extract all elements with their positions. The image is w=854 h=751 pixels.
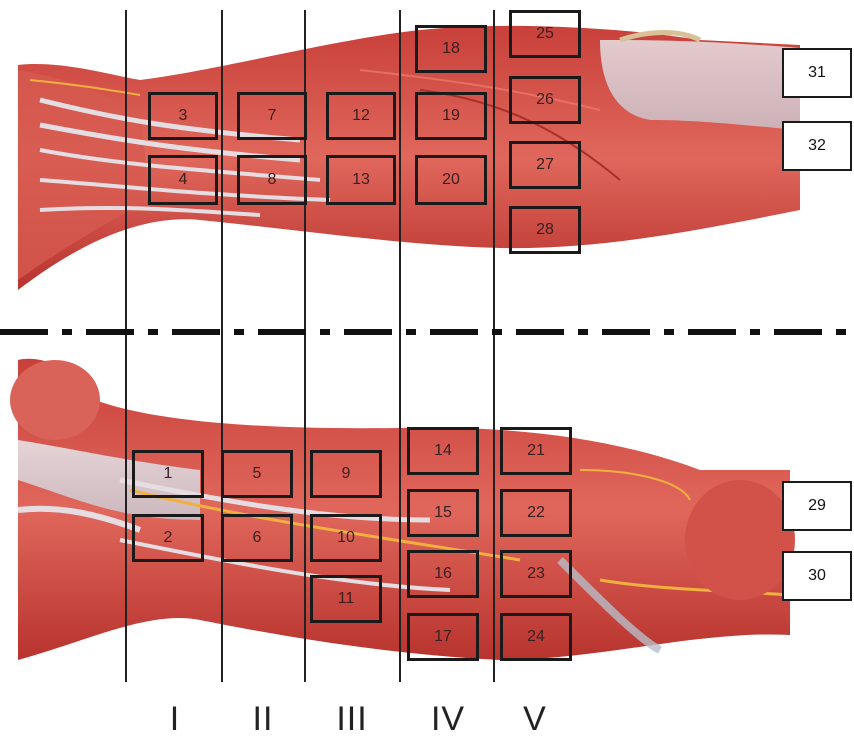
zone-label-2: II [253, 700, 274, 739]
zone-box-23: 23 [500, 550, 572, 598]
zone-box-1: 1 [132, 450, 204, 498]
zone-label-1: I [170, 700, 180, 739]
zone-box-13: 13 [326, 155, 396, 205]
zone-box-26: 26 [509, 76, 581, 124]
zone-box-4: 4 [148, 155, 218, 205]
zone-box-28: 28 [509, 206, 581, 254]
zone-box-7: 7 [237, 92, 307, 140]
zone-box-2: 2 [132, 514, 204, 562]
zone-box-19: 19 [415, 92, 487, 140]
zone-box-24: 24 [500, 613, 572, 661]
zone-box-20: 20 [415, 155, 487, 205]
zone-box-27: 27 [509, 141, 581, 189]
zone-label-3: III [336, 700, 367, 739]
zone-box-21: 21 [500, 427, 572, 475]
zone-box-17: 17 [407, 613, 479, 661]
zone-box-6: 6 [221, 514, 293, 562]
zone-box-16: 16 [407, 550, 479, 598]
zone-box-15: 15 [407, 489, 479, 537]
zone-box-9: 9 [310, 450, 382, 498]
upper-forearm [18, 26, 800, 290]
zone-box-32: 32 [782, 121, 852, 171]
zone-box-31: 31 [782, 48, 852, 98]
zone-box-3: 3 [148, 92, 218, 140]
zone-label-5: V [523, 700, 547, 739]
zone-box-14: 14 [407, 427, 479, 475]
zone-box-11: 11 [310, 575, 382, 623]
zone-box-29: 29 [782, 481, 852, 531]
zone-box-30: 30 [782, 551, 852, 601]
zone-box-22: 22 [500, 489, 572, 537]
zone-box-12: 12 [326, 92, 396, 140]
zone-box-10: 10 [310, 514, 382, 562]
zone-label-4: IV [431, 700, 465, 739]
zone-box-5: 5 [221, 450, 293, 498]
zone-box-18: 18 [415, 25, 487, 73]
lower-forearm [10, 359, 795, 660]
zone-box-8: 8 [237, 155, 307, 205]
zone-box-25: 25 [509, 10, 581, 58]
